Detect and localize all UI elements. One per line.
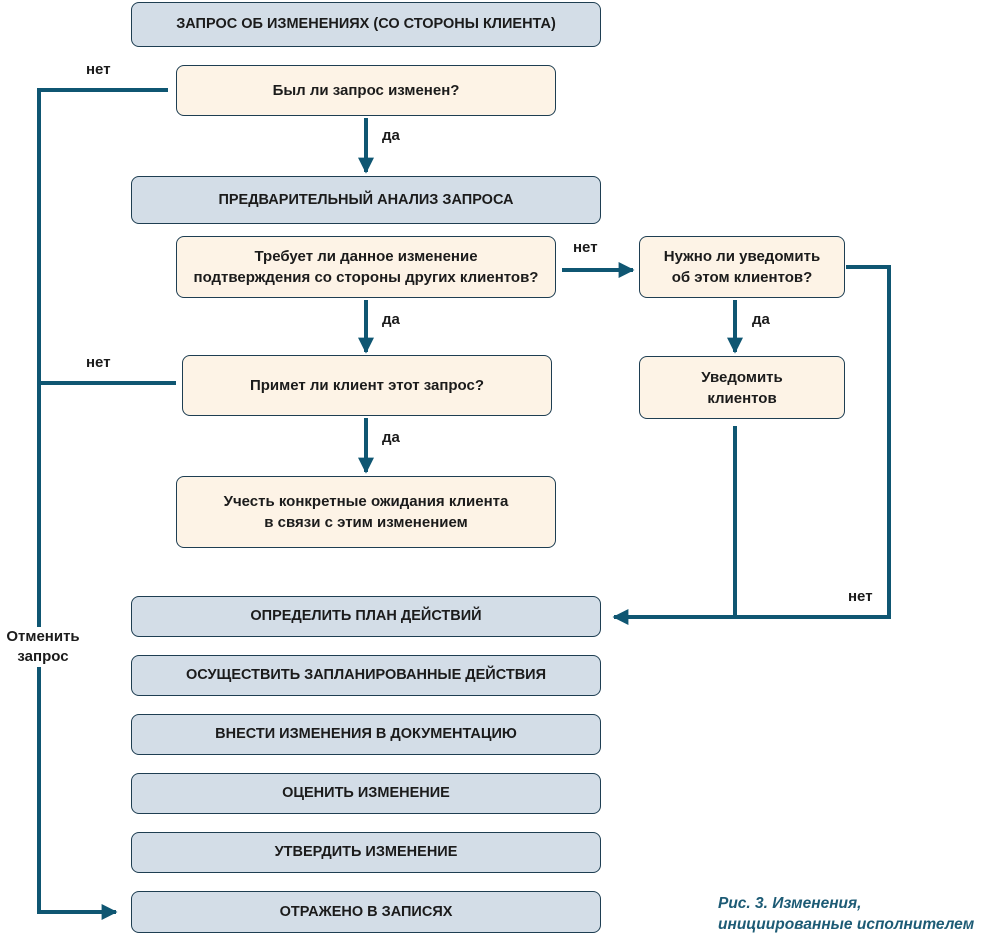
label-yes-changed: да xyxy=(382,127,400,144)
decision-accept-label: Примет ли клиент этот запрос? xyxy=(249,377,485,394)
action-expectations: Учесть конкретные ожидания клиента в свя… xyxy=(176,476,556,548)
step-implement: ОСУЩЕСТВИТЬ ЗАПЛАНИРОВАННЫЕ ДЕЙСТВИЯ xyxy=(131,655,601,696)
label-no-changed: нет xyxy=(86,61,111,78)
line-notify-q-no xyxy=(612,265,891,625)
step-plan-label: ОПРЕДЕЛИТЬ ПЛАН ДЕЙСТВИЙ xyxy=(250,608,482,624)
decision-notify: Нужно ли уведомить об этом клиентов? xyxy=(639,236,845,298)
decision-changed: Был ли запрос изменен? xyxy=(176,65,556,116)
step-request-label: ЗАПРОС ОБ ИЗМЕНЕНИЯХ (СО СТОРОНЫ КЛИЕНТА… xyxy=(176,16,556,32)
label-yes-notify: да xyxy=(752,311,770,328)
action-expectations-label: Учесть конкретные ожидания клиента в свя… xyxy=(223,493,509,531)
step-recorded: ОТРАЖЕНО В ЗАПИСЯХ xyxy=(131,891,601,933)
step-document: ВНЕСТИ ИЗМЕНЕНИЯ В ДОКУМЕНТАЦИЮ xyxy=(131,714,601,755)
figure-caption: Рис. 3. Изменения, инициированные исполн… xyxy=(718,895,975,933)
step-preliminary: ПРЕДВАРИТЕЛЬНЫЙ АНАЛИЗ ЗАПРОСА xyxy=(131,176,601,224)
step-evaluate-label: ОЦЕНИТЬ ИЗМЕНЕНИЕ xyxy=(282,785,450,801)
step-implement-label: ОСУЩЕСТВИТЬ ЗАПЛАНИРОВАННЫЕ ДЕЙСТВИЯ xyxy=(185,667,547,683)
step-plan: ОПРЕДЕЛИТЬ ПЛАН ДЕЙСТВИЙ xyxy=(131,596,601,637)
label-no-confirmation: нет xyxy=(573,239,598,256)
label-cancel-request: Отменить запрос xyxy=(2,627,84,667)
decision-confirmation: Требует ли данное изменение подтверждени… xyxy=(176,236,556,298)
step-evaluate: ОЦЕНИТЬ ИЗМЕНЕНИЕ xyxy=(131,773,601,814)
decision-changed-label: Был ли запрос изменен? xyxy=(272,82,460,99)
step-preliminary-label: ПРЕДВАРИТЕЛЬНЫЙ АНАЛИЗ ЗАПРОСА xyxy=(218,191,514,208)
decision-accept: Примет ли клиент этот запрос? xyxy=(182,355,552,416)
line-cancel-loop xyxy=(37,88,168,920)
label-yes-accept: да xyxy=(382,429,400,446)
step-document-label: ВНЕСТИ ИЗМЕНЕНИЯ В ДОКУМЕНТАЦИЮ xyxy=(215,726,517,742)
decision-notify-label: Нужно ли уведомить об этом клиентов? xyxy=(663,248,821,286)
step-recorded-label: ОТРАЖЕНО В ЗАПИСЯХ xyxy=(279,903,453,920)
label-yes-confirmation: да xyxy=(382,311,400,328)
action-notify-clients-label: Уведомить клиентов xyxy=(701,368,783,407)
step-approve-label: УТВЕРДИТЬ ИЗМЕНЕНИЕ xyxy=(274,844,458,860)
decision-confirmation-label: Требует ли данное изменение подтверждени… xyxy=(193,248,539,286)
label-no-accept: нет xyxy=(86,354,111,371)
label-no-notify: нет xyxy=(848,588,873,605)
action-notify-clients: Уведомить клиентов xyxy=(639,356,845,419)
step-request: ЗАПРОС ОБ ИЗМЕНЕНИЯХ (СО СТОРОНЫ КЛИЕНТА… xyxy=(131,2,601,47)
step-approve: УТВЕРДИТЬ ИЗМЕНЕНИЕ xyxy=(131,832,601,873)
